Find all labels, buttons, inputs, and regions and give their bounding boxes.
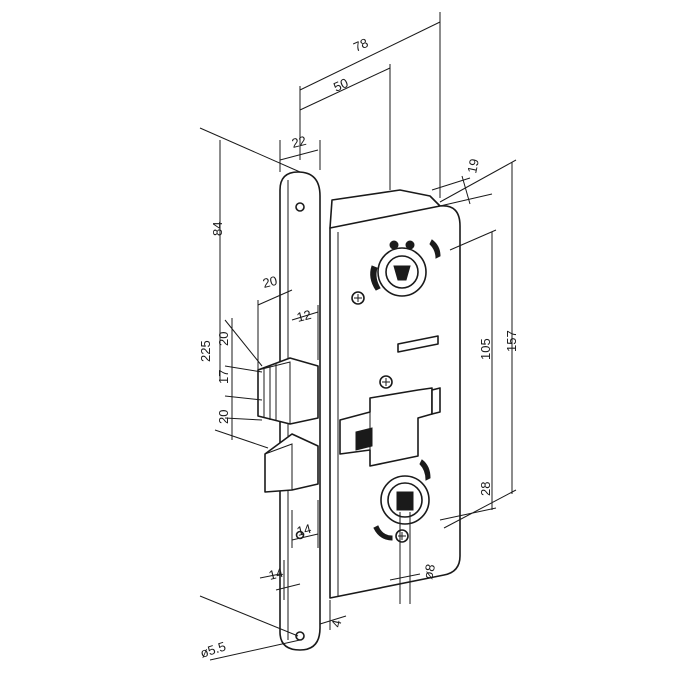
middle-screw-icon [379,375,393,389]
upper-hub [351,239,441,305]
dim-12: 12 [295,307,313,325]
middle-mechanism [339,375,441,467]
dim-22: 22 [290,133,308,151]
case-slot [397,335,439,353]
dim-84: 84 [210,222,225,236]
dim-225: 225 [198,340,213,362]
dim-105: 105 [478,338,493,360]
dim-20-lower: 20 [216,410,231,424]
lower-screw-icon [395,529,409,543]
dim-14-latch: 14 [295,521,313,539]
dim-20-upper: 20 [216,332,231,346]
dim-19: 19 [464,157,482,174]
dimension-lines [199,12,517,661]
latch-bolt [264,433,319,493]
dim-50: 50 [331,75,350,95]
dim-157: 157 [504,330,519,352]
dimension-labels: 78 50 22 19 84 157 105 28 20 12 225 20 1… [198,35,519,661]
upper-screw-icon [351,291,365,305]
dim-17: 17 [216,370,231,384]
dim-14-faceplate: 14 [267,565,285,583]
lower-hub [373,459,431,543]
dim-4: 4 [328,618,344,628]
dim-78: 78 [351,35,370,55]
top-screw-hole-icon [295,202,305,212]
deadbolt [257,357,319,425]
dim-diameter-8: ø8 [420,563,438,581]
dim-28: 28 [478,482,493,496]
dim-20-top: 20 [261,273,279,291]
